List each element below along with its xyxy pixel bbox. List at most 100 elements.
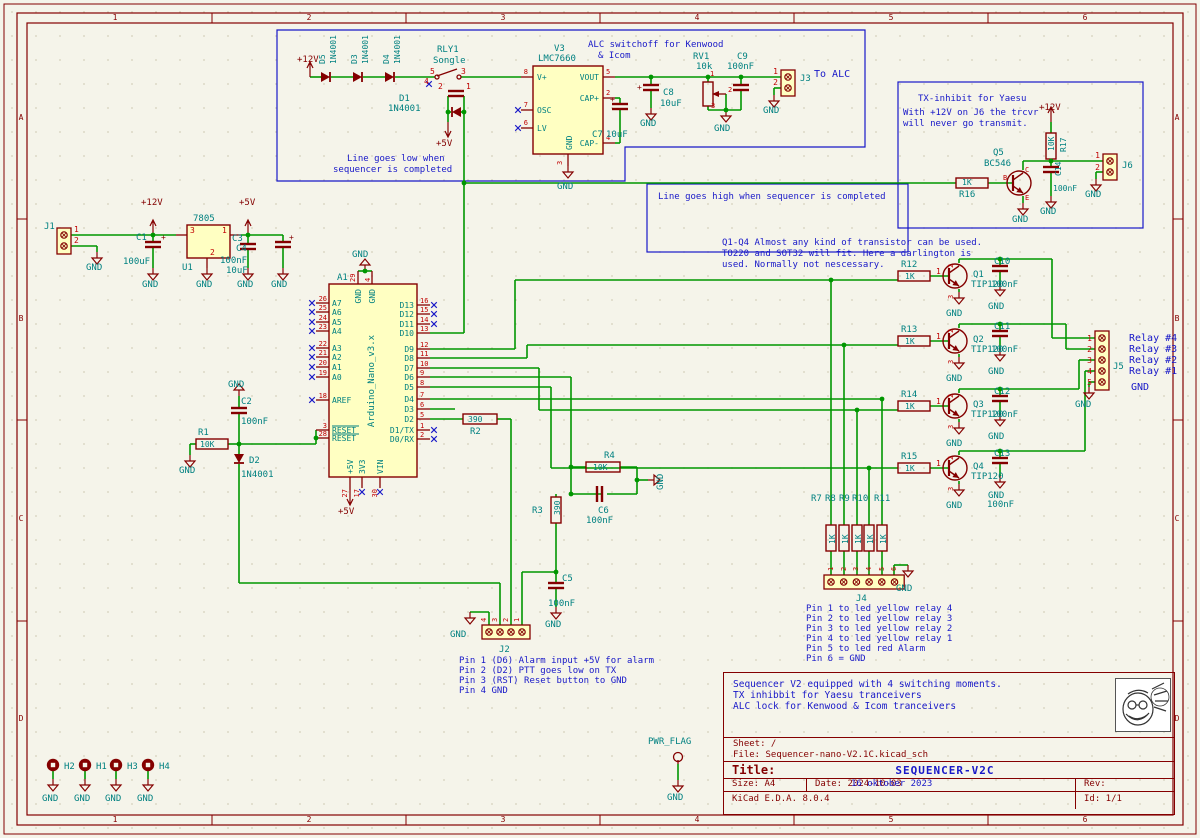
schematic-text: A1 bbox=[332, 363, 342, 372]
junction bbox=[1048, 158, 1054, 164]
capacitor bbox=[643, 83, 659, 92]
schematic-text: +12V bbox=[141, 198, 163, 208]
schematic-text: 1K bbox=[905, 464, 915, 473]
schematic-text: TIP120 bbox=[971, 280, 1004, 290]
schematic-text: D3 bbox=[350, 54, 359, 64]
schematic-text: 3 bbox=[556, 161, 564, 165]
frame-col-label: 4 bbox=[695, 815, 700, 824]
schematic-text: GND bbox=[656, 474, 666, 490]
title-block: Sequencer V2 equipped with 4 switching m… bbox=[723, 672, 1175, 815]
schematic-text: 1K bbox=[828, 534, 837, 544]
connector-pin bbox=[485, 628, 493, 636]
resistor-body bbox=[863, 524, 875, 552]
gnd-symbol bbox=[276, 268, 290, 281]
schematic-text: D5 bbox=[318, 54, 327, 64]
junction bbox=[245, 232, 251, 238]
junction bbox=[634, 477, 640, 483]
title-block-footer-row: KiCad E.D.A. 8.0.4 Id: 1/1 bbox=[724, 791, 1174, 809]
schematic-text: 3 bbox=[947, 425, 955, 429]
schematic-text: A6 bbox=[332, 308, 342, 317]
resistor-body bbox=[550, 496, 562, 524]
connector-pin-x bbox=[879, 579, 884, 585]
gnd-symbol bbox=[561, 166, 575, 179]
frame-row-label: D bbox=[1175, 714, 1180, 723]
schematic-text: D3 bbox=[404, 405, 414, 414]
connector-pin bbox=[827, 578, 835, 586]
ic-body bbox=[186, 224, 231, 259]
frame-col-label: 3 bbox=[501, 13, 506, 22]
schematic-text: 390 bbox=[468, 415, 483, 424]
schematic-text: C7 bbox=[592, 130, 603, 140]
frame-col-label: 1 bbox=[113, 815, 118, 824]
resistor-body bbox=[585, 461, 621, 473]
no-connect-x bbox=[430, 435, 438, 443]
schematic-text: 9 bbox=[420, 369, 424, 377]
no-connect-x bbox=[430, 301, 438, 309]
schematic-text: Pin 3 (RST) Reset button to GND bbox=[459, 676, 627, 686]
connector-pin-x bbox=[828, 579, 834, 585]
diode bbox=[234, 454, 244, 464]
schematic-text: GND bbox=[1075, 400, 1091, 410]
resistor-body bbox=[897, 335, 931, 347]
schematic-text: 23 bbox=[319, 323, 327, 331]
schematic-text: 100nF bbox=[1053, 184, 1077, 193]
schematic-text: R9 bbox=[839, 494, 850, 504]
schematic-text: V3 bbox=[554, 44, 565, 54]
capacitor bbox=[992, 456, 1008, 465]
schematic-text: R12 bbox=[901, 260, 917, 270]
schematic-text: RV1 bbox=[693, 52, 709, 62]
schematic-text: 5 bbox=[430, 67, 435, 76]
schematic-text: R10 bbox=[852, 494, 868, 504]
frame-col-label: 5 bbox=[889, 815, 894, 824]
schematic-text: 1K bbox=[905, 337, 915, 346]
schematic-text: 1N4001 bbox=[361, 35, 370, 64]
schematic-text: To ALC bbox=[814, 69, 850, 80]
schematic-text: +5V bbox=[338, 507, 355, 517]
file-field: File: Sequencer-nano-V2.1C.kicad_sch bbox=[733, 750, 929, 760]
resistor-body bbox=[876, 524, 888, 552]
mounting-hole-center bbox=[82, 762, 88, 768]
connector-pin-x bbox=[497, 629, 503, 635]
schematic-text: E bbox=[1025, 194, 1029, 202]
schematic-text: 26 bbox=[319, 295, 327, 303]
capacitor bbox=[733, 83, 749, 92]
schematic-text: GND bbox=[640, 119, 656, 129]
schematic-text: 3 bbox=[852, 567, 860, 571]
schematic-text: 7 bbox=[420, 391, 424, 399]
schematic-text: Relay #3 bbox=[1129, 344, 1177, 355]
schematic-text: GND bbox=[179, 466, 195, 476]
schematic-text: 1N4001 bbox=[241, 470, 274, 480]
schematic-text: D1/TX bbox=[390, 426, 414, 435]
schematic-text: 2 bbox=[1095, 163, 1100, 172]
schematic-text: BC546 bbox=[984, 159, 1011, 169]
schematic-text: 2 bbox=[773, 78, 778, 87]
schematic-text: 100nF bbox=[548, 599, 575, 609]
gnd-symbol bbox=[993, 349, 1007, 362]
schematic-text: 24 bbox=[319, 314, 327, 322]
capacitor bbox=[231, 406, 247, 415]
connector-pin-x bbox=[867, 579, 872, 585]
connector-pin bbox=[784, 84, 792, 92]
schematic-text: 100nF bbox=[586, 516, 613, 526]
schematic-text: D12 bbox=[400, 310, 415, 319]
schematic-text: J4 bbox=[856, 594, 867, 604]
connector-body bbox=[481, 624, 531, 640]
connector-pin bbox=[1106, 157, 1114, 165]
size-field: Size: A4 bbox=[732, 779, 776, 789]
schematic-text: R17 bbox=[1059, 137, 1068, 152]
no-connect-x bbox=[425, 80, 433, 88]
schematic-text: 22 bbox=[319, 340, 327, 348]
schematic-text: GND bbox=[271, 280, 287, 290]
connector-pin-x bbox=[1099, 335, 1105, 341]
gnd-symbol bbox=[1089, 179, 1103, 192]
schematic-text: +5V bbox=[346, 459, 355, 474]
schematic-text: 4 bbox=[865, 567, 873, 571]
no-connect-x bbox=[308, 373, 316, 381]
symbol-circle bbox=[672, 751, 684, 763]
schematic-text: D8 bbox=[404, 354, 414, 363]
junction bbox=[150, 232, 156, 238]
junction bbox=[723, 107, 729, 113]
schematic-text: GND bbox=[545, 620, 561, 630]
junction bbox=[568, 464, 574, 470]
schematic-text: GND bbox=[352, 250, 368, 260]
